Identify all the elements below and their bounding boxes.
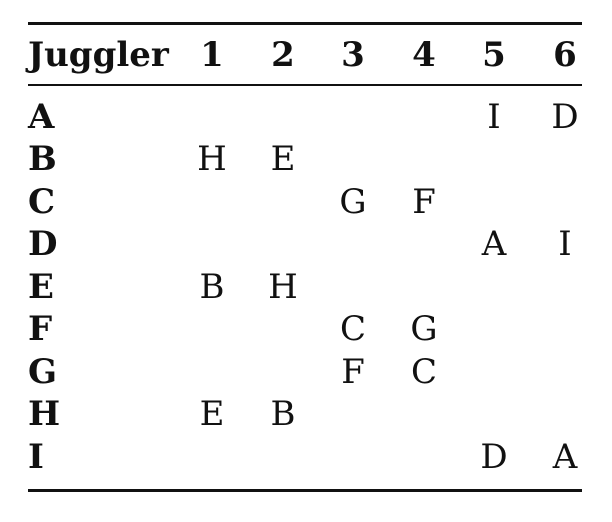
table-cell: C [410, 352, 438, 392]
table-cell: F [341, 352, 365, 392]
column-header-6: 6 [553, 35, 577, 75]
row-label-b: B [28, 139, 57, 179]
table-header-rule [28, 84, 582, 86]
table-cell: G [410, 309, 438, 349]
table-cell: E [199, 394, 225, 434]
table-cell: H [268, 267, 298, 307]
table-cell: B [199, 267, 225, 307]
table-cell: G [339, 182, 367, 222]
table-cell: D [551, 97, 579, 137]
table-cell: D [480, 437, 508, 477]
row-label-d: D [28, 224, 58, 264]
table-bottom-rule [28, 489, 582, 492]
table-cell: B [270, 394, 296, 434]
table-cell: A [481, 224, 507, 264]
column-header-5: 5 [482, 35, 506, 75]
row-label-f: F [28, 309, 53, 349]
table-cell: F [412, 182, 436, 222]
row-label-g: G [28, 352, 58, 392]
table-cell: H [197, 139, 227, 179]
table-top-rule [28, 22, 582, 25]
row-label-a: A [28, 97, 55, 137]
column-header-3: 3 [341, 35, 365, 75]
column-header-juggler: Juggler [28, 35, 169, 75]
column-header-2: 2 [271, 35, 295, 75]
column-header-4: 4 [412, 35, 436, 75]
row-label-e: E [28, 267, 54, 307]
row-label-h: H [28, 394, 61, 434]
table-cell: E [270, 139, 296, 179]
row-label-i: I [28, 437, 44, 477]
row-label-c: C [28, 182, 56, 222]
table-cell: I [487, 97, 501, 137]
table-cell: A [552, 437, 578, 477]
table-cell: I [558, 224, 572, 264]
table-cell: C [339, 309, 367, 349]
column-header-1: 1 [200, 35, 224, 75]
